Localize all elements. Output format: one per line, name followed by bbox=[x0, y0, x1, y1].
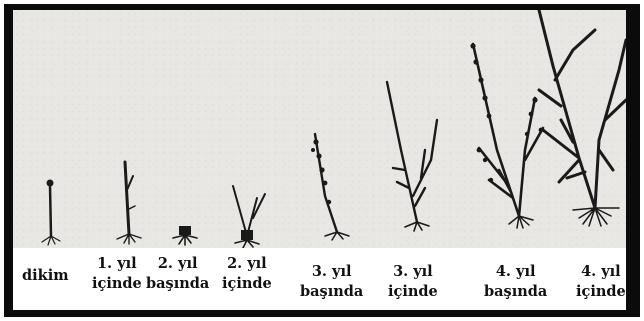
stage-label-line: başında bbox=[146, 274, 209, 294]
stage-label-line: 2. yıl bbox=[146, 254, 209, 274]
stage-label-line: 3. yıl bbox=[300, 262, 363, 282]
stage-label-line: 3. yıl bbox=[388, 262, 438, 282]
stage-label-line: dikim bbox=[22, 266, 69, 286]
stage-label-dikim: dikim bbox=[22, 266, 69, 286]
stage-label-y2-icinde: 2. yıl içinde bbox=[222, 254, 272, 294]
stage-label-y2-basinda: 2. yıl başında bbox=[146, 254, 209, 294]
stage-label-line: 4. yıl bbox=[484, 262, 547, 282]
stage-label-line: başında bbox=[484, 282, 547, 302]
stage-label-line: 4. yıl bbox=[576, 262, 626, 282]
stage-label-y1-icinde: 1. yıl içinde bbox=[92, 254, 142, 294]
plant-y3-basinda bbox=[311, 134, 349, 240]
stage-label-line: 1. yıl bbox=[92, 254, 142, 274]
plant-y3-icinde bbox=[387, 82, 437, 231]
plant-growth-illustration bbox=[13, 10, 626, 248]
stage-label-y3-basinda: 3. yıl başında bbox=[300, 262, 363, 302]
plant-y2-icinde bbox=[233, 186, 265, 248]
stage-label-line: başında bbox=[300, 282, 363, 302]
stage-label-y4-basinda: 4. yıl başında bbox=[484, 262, 547, 302]
stage-label-line: içinde bbox=[576, 282, 626, 302]
stage-label-line: 2. yıl bbox=[222, 254, 272, 274]
stage-label-line: içinde bbox=[222, 274, 272, 294]
stage-label-line: içinde bbox=[92, 274, 142, 294]
stage-label-line: içinde bbox=[388, 282, 438, 302]
stage-label-y4-icinde: 4. yıl içinde bbox=[576, 262, 626, 302]
plant-y4-basinda bbox=[470, 43, 543, 228]
plant-y4-icinde bbox=[539, 10, 626, 226]
plant-dikim bbox=[42, 180, 60, 246]
plant-y1-icinde bbox=[117, 162, 141, 244]
stage-label-y3-icinde: 3. yıl içinde bbox=[388, 262, 438, 302]
plant-y2-basinda bbox=[173, 226, 197, 245]
